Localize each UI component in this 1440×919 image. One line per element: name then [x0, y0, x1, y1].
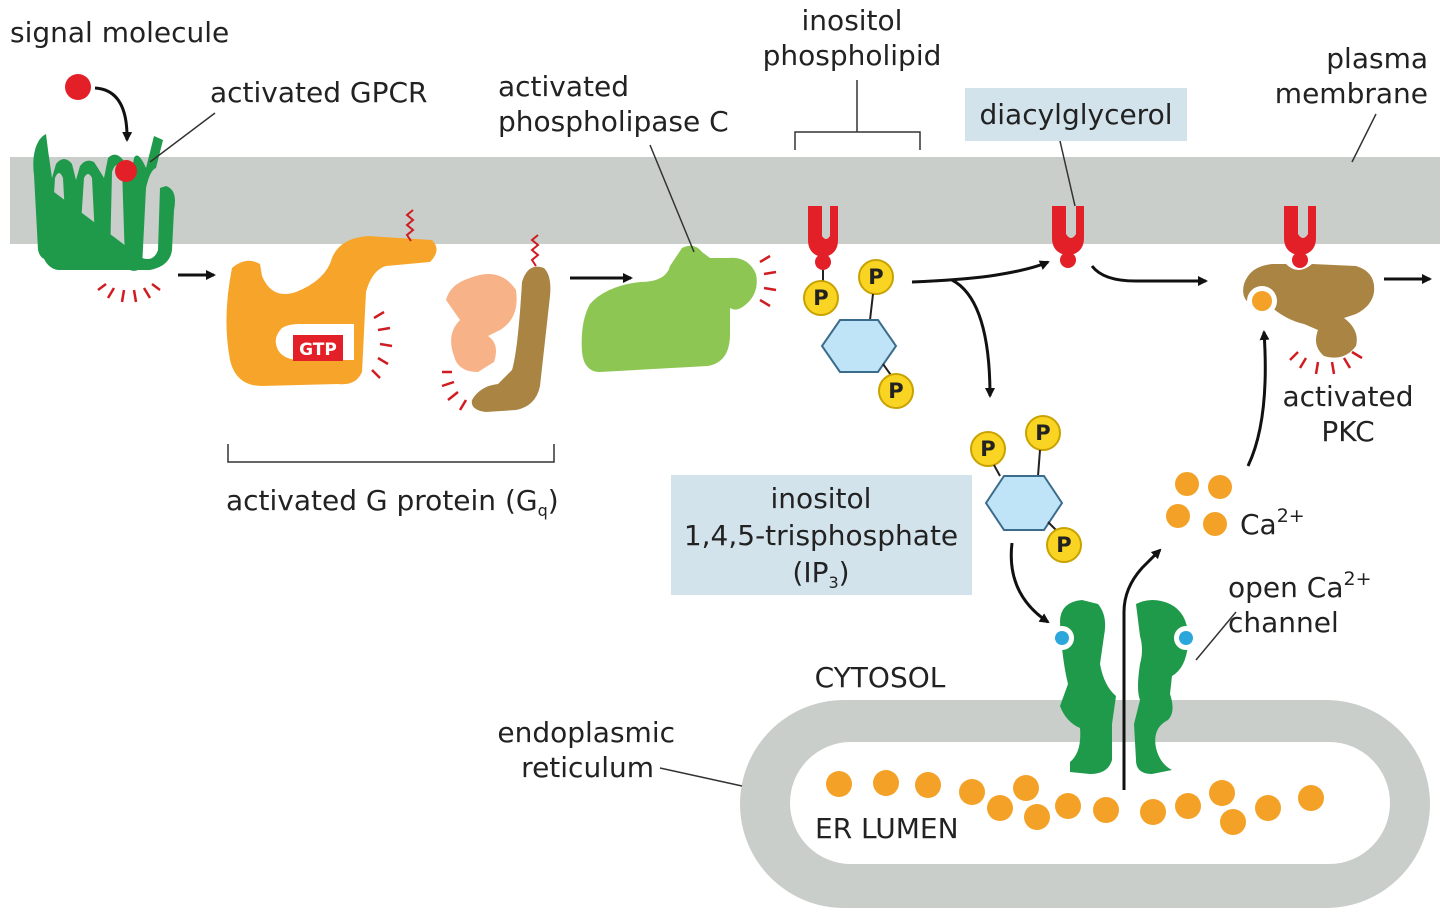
g-protein-bracket [227, 444, 555, 463]
ip-phosphate-3-label: P [888, 379, 903, 403]
activated-gpcr-label: activated GPCR [210, 76, 428, 109]
ip3-phosphate-1-stem [993, 464, 1001, 477]
g-gamma-subunit [471, 266, 551, 412]
channel-label-1: open Ca2+ [1228, 568, 1372, 604]
g-alpha-subunit [226, 236, 437, 386]
channel-label-2: channel [1228, 606, 1339, 639]
pkc-bound-calcium-ion [1252, 291, 1272, 311]
arrow-to-pkc [1090, 265, 1208, 286]
arrow-calcium-to-pkc [1246, 330, 1270, 467]
activated-pkc-label-1: activated [1282, 380, 1413, 413]
inositol-phospholipid [808, 206, 838, 270]
lumen-calcium-ions [826, 770, 1324, 835]
released-calcium-ions [1166, 472, 1232, 536]
dag-leader [1059, 140, 1076, 207]
activated-plc-label-1: activated [498, 70, 629, 103]
ip-phosphate-2-stem [869, 293, 874, 321]
activated-gpcr [33, 134, 175, 271]
arrow-ip3-to-channel [1009, 542, 1050, 624]
diacylglycerol [1052, 206, 1084, 268]
gpcr-leader [149, 112, 216, 163]
ip3-phosphate-2-label: P [1035, 421, 1050, 445]
g-alpha-activity-marks [371, 310, 393, 379]
gpcr-activity-marks [97, 283, 161, 303]
signal-molecule [65, 74, 91, 100]
plc-leader [649, 144, 695, 253]
diacylglycerol-label-box [965, 88, 1187, 141]
plasma-membrane [10, 157, 1440, 244]
er-lumen [790, 742, 1390, 864]
plasma-membrane-label-1: plasma [1326, 42, 1428, 75]
g-gamma-anchor [530, 234, 540, 267]
g-beta-gamma-activity-marks [441, 370, 468, 411]
ip-phosphate-2-label: P [868, 265, 883, 289]
g-beta-subunit [446, 274, 517, 372]
plasma-membrane-leader [1351, 113, 1377, 163]
signal-molecule-label: signal molecule [10, 16, 229, 49]
er-label-1: endoplasmic [497, 716, 675, 749]
ip3-label-line1: inositol [771, 482, 872, 515]
ip-inositol-ring [820, 319, 898, 373]
gtp-label: GTP [299, 340, 337, 360]
cytosol-label: CYTOSOL [815, 661, 946, 694]
inositol-phospholipid-bracket [794, 80, 921, 150]
plc-activity-marks [759, 254, 777, 308]
binding-arrow [94, 86, 133, 142]
calcium-label: Ca2+ [1240, 505, 1305, 541]
activated-pkc-label-2: PKC [1321, 415, 1374, 448]
ca-channel-left [1060, 600, 1116, 774]
ip3-label-line2: 1,4,5-trisphosphate [684, 519, 958, 552]
channel-ip3-site-left-dot [1055, 631, 1069, 645]
pkc-dag-bound [1284, 206, 1316, 268]
ip3-label-box [671, 475, 972, 595]
ip3-phosphate-1-label: P [980, 437, 995, 461]
gtp-box [293, 335, 343, 361]
er-lumen-label: ER LUMEN [815, 812, 959, 845]
plasma-membrane-label-2: membrane [1275, 77, 1428, 110]
er-label-2: reticulum [521, 751, 654, 784]
ip3-inositol-ring [984, 475, 1064, 531]
ip3-label-line3: (IP3) [792, 556, 849, 592]
inositol-phospholipid-label-1: inositol [802, 4, 903, 37]
pkc-activity-marks [1289, 350, 1363, 375]
ca-channel-right [1134, 600, 1189, 774]
er-leader [659, 767, 743, 787]
ip-phosphate-1-label: P [813, 286, 828, 310]
activated-plc-label-2: phospholipase C [498, 105, 729, 138]
activated-pkc [1243, 264, 1375, 358]
channel-ip3-site-right-dot [1179, 631, 1193, 645]
diacylglycerol-label: diacylglycerol [979, 98, 1172, 131]
inositol-phospholipid-label-2: phospholipid [763, 39, 942, 72]
bound-signal-molecule [115, 160, 137, 182]
arrow-to-ip3 [951, 278, 995, 398]
channel-leader [1195, 611, 1237, 661]
g-alpha-anchor [405, 209, 415, 242]
ip3-phosphate-2-stem [1037, 449, 1041, 477]
activated-plc [581, 245, 757, 372]
g-protein-label: activated G protein (Gq) [226, 484, 559, 520]
arrow-calcium-release [1122, 548, 1162, 790]
ip3-phosphate-3-label: P [1056, 533, 1071, 557]
arrow-to-dag [911, 260, 1050, 284]
